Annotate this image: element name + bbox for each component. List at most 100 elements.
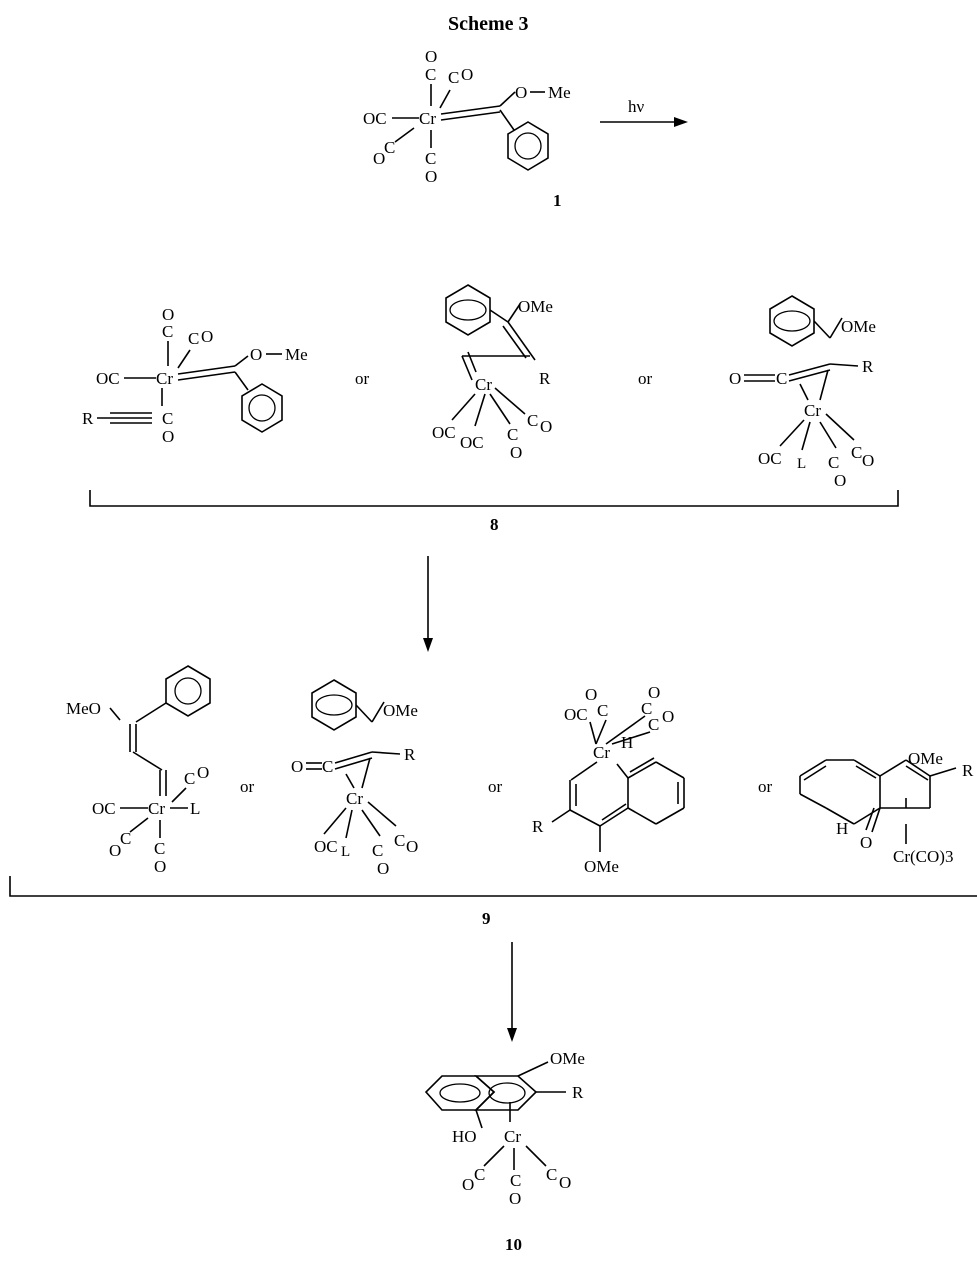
atom-label: C: [425, 149, 436, 168]
atom-label: HO: [452, 1127, 477, 1146]
atom-label: C: [162, 409, 173, 428]
atom-label: Me: [285, 345, 308, 364]
cr-atom: Cr: [475, 375, 492, 394]
atom-label: C: [372, 841, 383, 860]
atom-label: C: [384, 138, 395, 157]
atom-label: OC: [92, 799, 116, 818]
intermediate-9c: O C OC O C C O Cr H R OMe: [532, 683, 685, 876]
cr-atom: Cr: [593, 743, 610, 762]
atom-label: O: [425, 47, 437, 66]
atom-label: R: [572, 1083, 584, 1102]
atom-label: C: [527, 411, 538, 430]
bracket-9: 9: [9, 876, 977, 928]
atom-label: O: [860, 833, 872, 852]
atom-label: C: [184, 769, 195, 788]
atom-label: C: [188, 329, 199, 348]
intermediate-8b: OMe R Cr OC OC C O C O: [432, 284, 553, 462]
reaction-arrow: [507, 942, 517, 1042]
atom-label: R: [962, 761, 974, 780]
atom-label: R: [539, 369, 551, 388]
or-label: or: [240, 777, 255, 796]
atom-label: C: [394, 831, 405, 850]
atom-label: C: [425, 65, 436, 84]
atom-label: C: [474, 1165, 485, 1184]
cr-atom: Cr: [156, 369, 173, 388]
reaction-arrow: [423, 556, 433, 652]
photolysis-arrow: hν: [600, 97, 688, 127]
intermediate-9a: MeO C O OC Cr L C O C O: [66, 665, 211, 876]
atom-label: O: [648, 683, 660, 702]
atom-label: O: [291, 757, 303, 776]
atom-label: O: [509, 1189, 521, 1208]
atom-label: C: [507, 425, 518, 444]
atom-label: C: [162, 322, 173, 341]
or-label: or: [488, 777, 503, 796]
atom-label: OMe: [383, 701, 418, 720]
or-label: or: [355, 369, 370, 388]
atom-label: O: [585, 685, 597, 704]
atom-label: C: [120, 829, 131, 848]
atom-label: O: [406, 837, 418, 856]
atom-label: H: [621, 733, 633, 752]
intermediate-9d: H OMe R O Cr(CO)3: [799, 749, 974, 866]
atom-label: R: [862, 357, 874, 376]
atom-label: OC: [96, 369, 120, 388]
cr-atom: Cr: [804, 401, 821, 420]
atom-label: R: [532, 817, 544, 836]
atom-label: OC: [432, 423, 456, 442]
compound-number-10: 10: [505, 1235, 522, 1254]
atom-label: C: [597, 701, 608, 720]
atom-label: O: [162, 305, 174, 324]
atom-label: O: [510, 443, 522, 462]
atom-label: O: [162, 427, 174, 446]
compound-number-9: 9: [482, 909, 491, 928]
compound-number-8: 8: [490, 515, 499, 534]
cr-atom: Cr: [148, 799, 165, 818]
atom-label: OC: [564, 705, 588, 724]
atom-label: L: [797, 456, 806, 472]
atom-label: O: [540, 417, 552, 436]
atom-label: O: [109, 841, 121, 860]
scheme-title: Scheme 3: [448, 13, 529, 35]
atom-label: O: [862, 451, 874, 470]
atom-label: OC: [758, 449, 782, 468]
atom-label: C: [851, 443, 862, 462]
atom-label: O: [834, 471, 846, 490]
atom-label: O: [154, 857, 166, 876]
atom-label: L: [190, 799, 200, 818]
atom-label: R: [404, 745, 416, 764]
atom-label: O: [729, 369, 741, 388]
atom-label: Cr(CO)3: [893, 847, 953, 866]
intermediate-8a: O C C O OC Cr O Me R C O: [82, 305, 308, 446]
compound-1: O C C O OC Cr O Me C O C O 1: [363, 47, 571, 210]
atom-label: O: [197, 763, 209, 782]
or-label: or: [758, 777, 773, 796]
atom-label: O: [515, 83, 527, 102]
intermediate-8c: OMe R O C Cr OC L C O C O: [729, 295, 876, 490]
compound-10: OMe R HO Cr C O C O C O 10: [424, 1049, 585, 1254]
atom-label: O: [559, 1173, 571, 1192]
atom-label: O: [250, 345, 262, 364]
atom-label: OMe: [518, 297, 553, 316]
cr-atom: Cr: [346, 789, 363, 808]
atom-label: O: [461, 65, 473, 84]
atom-label: C: [546, 1165, 557, 1184]
atom-label: O: [662, 707, 674, 726]
compound-number-1: 1: [553, 191, 562, 210]
hv-label: hν: [628, 97, 645, 116]
atom-label: C: [776, 369, 787, 388]
atom-label: C: [510, 1171, 521, 1190]
atom-label: C: [828, 453, 839, 472]
atom-label: C: [448, 68, 459, 87]
atom-label: OC: [314, 837, 338, 856]
cr-atom: Cr: [419, 109, 436, 128]
atom-label: OMe: [584, 857, 619, 876]
atom-label: C: [641, 699, 652, 718]
atom-label: O: [377, 859, 389, 878]
atom-label: O: [201, 327, 213, 346]
atom-label: C: [648, 715, 659, 734]
atom-label: R: [82, 409, 94, 428]
atom-label: OC: [363, 109, 387, 128]
atom-label: C: [322, 757, 333, 776]
